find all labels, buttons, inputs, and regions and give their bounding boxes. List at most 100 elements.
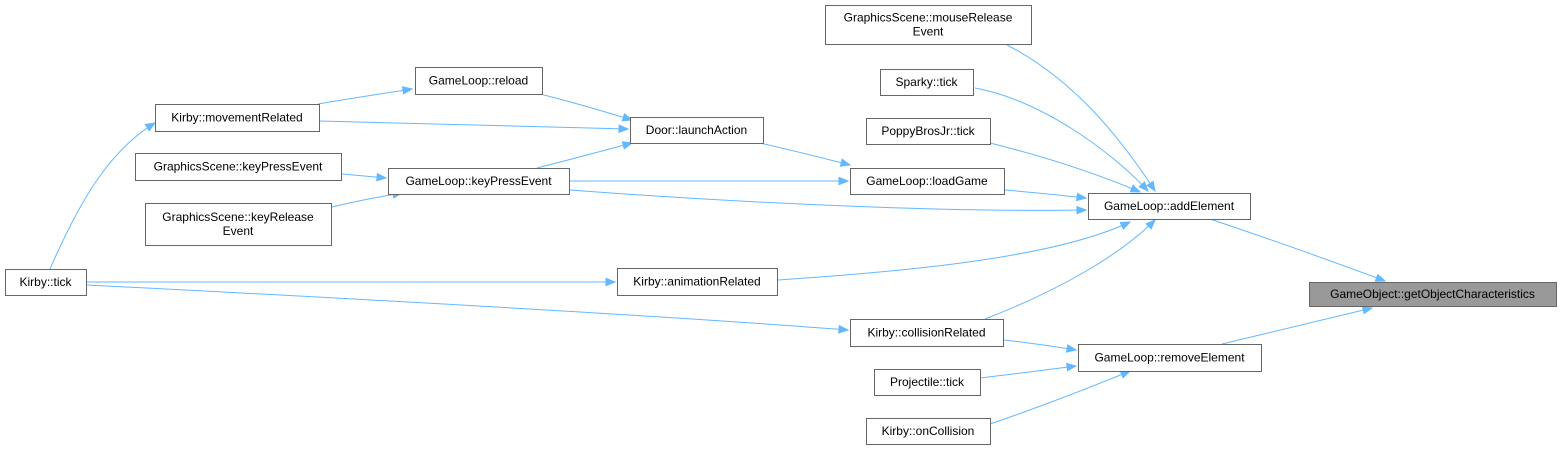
edge-kirbyTick-to-animation bbox=[86, 277, 617, 287]
node-box bbox=[825, 5, 1032, 45]
node-poppy[interactable]: PoppyBrosJr::tick bbox=[866, 118, 991, 145]
node-animation[interactable]: Kirby::animationRelated bbox=[617, 268, 778, 296]
edge-arrowhead bbox=[1065, 344, 1078, 353]
node-label: Kirby::collisionRelated bbox=[867, 326, 985, 340]
node-label: GameLoop::reload bbox=[429, 74, 528, 88]
edge-kirbyTick-to-collision bbox=[86, 284, 850, 334]
edge-arrowhead bbox=[376, 172, 388, 182]
node-door[interactable]: Door::launchAction bbox=[630, 117, 764, 144]
node-label: Kirby::tick bbox=[19, 275, 72, 289]
edge-poppy-to-addElement bbox=[989, 142, 1142, 193]
edge-line bbox=[1003, 339, 1077, 351]
edge-line bbox=[974, 87, 1149, 192]
edge-line bbox=[49, 122, 156, 270]
node-loadGame[interactable]: GameLoop::loadGame bbox=[850, 168, 1005, 195]
node-box bbox=[866, 118, 991, 145]
node-keyPressGS[interactable]: GraphicsScene::keyPressEvent bbox=[135, 153, 342, 181]
node-label: GraphicsScene::keyPressEvent bbox=[154, 160, 323, 174]
edge-movement-to-reload bbox=[317, 86, 414, 105]
edge-removeElement-to-root bbox=[1221, 305, 1374, 345]
node-label: GraphicsScene::mouseRelease bbox=[844, 11, 1013, 25]
edge-line bbox=[1006, 44, 1156, 192]
node-box bbox=[850, 168, 1005, 195]
edge-arrowhead bbox=[1119, 370, 1132, 379]
node-sparky[interactable]: Sparky::tick bbox=[880, 69, 974, 96]
node-keyPressGL[interactable]: GameLoop::keyPressEvent bbox=[388, 168, 570, 195]
edge-arrowhead bbox=[618, 124, 630, 134]
edge-onCollision-to-removeElement bbox=[989, 370, 1132, 425]
edge-line bbox=[984, 219, 1156, 320]
edge-arrowhead bbox=[401, 86, 414, 95]
node-collision[interactable]: Kirby::collisionRelated bbox=[850, 319, 1004, 347]
edge-arrowhead bbox=[1374, 273, 1387, 282]
node-box bbox=[135, 153, 342, 181]
node-label: GameLoop::addElement bbox=[1104, 199, 1235, 213]
node-movement[interactable]: Kirby::movementRelated bbox=[155, 104, 320, 132]
edge-arrowhead bbox=[1138, 181, 1149, 192]
node-box bbox=[155, 104, 320, 132]
node-label: PoppyBrosJr::tick bbox=[881, 124, 975, 138]
edge-keyPressGL-to-door bbox=[536, 141, 634, 169]
node-root[interactable]: GameObject::getObjectCharacteristics bbox=[1309, 282, 1557, 307]
node-box bbox=[630, 117, 764, 144]
edge-line bbox=[317, 88, 413, 105]
node-label: Kirby::movementRelated bbox=[171, 111, 302, 125]
edge-line bbox=[989, 370, 1131, 425]
edge-loadGame-to-addElement bbox=[1004, 189, 1088, 202]
node-box bbox=[880, 69, 974, 96]
edge-arrowhead bbox=[839, 158, 852, 167]
edge-line bbox=[1004, 189, 1087, 199]
node-reload[interactable]: GameLoop::reload bbox=[415, 67, 543, 95]
edge-line bbox=[331, 192, 403, 208]
edge-arrowhead bbox=[621, 141, 634, 150]
node-box bbox=[1309, 282, 1557, 307]
edge-line bbox=[569, 189, 1087, 211]
node-box bbox=[145, 203, 332, 246]
node-box bbox=[874, 369, 981, 396]
edge-door-to-loadGame bbox=[759, 142, 852, 167]
edge-line bbox=[536, 142, 633, 169]
node-box bbox=[388, 168, 570, 195]
node-box bbox=[617, 268, 778, 296]
edge-arrowhead bbox=[1076, 205, 1088, 215]
edge-arrowhead bbox=[144, 122, 157, 132]
node-label: Event bbox=[913, 25, 944, 39]
node-box bbox=[415, 67, 543, 95]
node-removeElement[interactable]: GameLoop::removeElement bbox=[1078, 344, 1262, 372]
node-box bbox=[1078, 344, 1262, 372]
edge-collision-to-removeElement bbox=[1003, 339, 1078, 353]
edge-line bbox=[539, 93, 633, 121]
node-box bbox=[850, 319, 1004, 347]
edge-arrowhead bbox=[1146, 180, 1156, 193]
edge-arrowhead bbox=[1119, 221, 1132, 230]
edge-line bbox=[989, 142, 1141, 193]
edge-movement-to-door bbox=[319, 120, 630, 134]
edge-keyPressGL-to-addElement bbox=[569, 189, 1088, 215]
node-projectile[interactable]: Projectile::tick bbox=[874, 369, 981, 396]
node-label: GameLoop::keyPressEvent bbox=[405, 174, 552, 188]
node-label: GameObject::getObjectCharacteristics bbox=[1330, 287, 1535, 301]
edges-layer bbox=[49, 44, 1387, 425]
node-label: GameLoop::loadGame bbox=[866, 174, 988, 188]
node-kirbyTick[interactable]: Kirby::tick bbox=[5, 269, 87, 296]
edge-line bbox=[777, 221, 1131, 281]
node-box bbox=[866, 418, 991, 445]
edge-arrowhead bbox=[1066, 362, 1078, 372]
edge-arrowhead bbox=[1129, 184, 1142, 193]
edge-kirbyTick-to-movement bbox=[49, 122, 157, 270]
edge-addElement-to-root bbox=[1209, 218, 1387, 282]
edge-sparky-to-addElement bbox=[974, 87, 1149, 192]
edge-animation-to-addElement bbox=[777, 221, 1132, 281]
node-onCollision[interactable]: Kirby::onCollision bbox=[866, 418, 991, 445]
edge-projectile-to-removeElement bbox=[979, 362, 1078, 379]
edge-arrowhead bbox=[838, 324, 850, 334]
edge-keyPressGS-to-keyPressGL bbox=[341, 172, 388, 182]
node-label: GraphicsScene::keyRelease bbox=[162, 210, 314, 224]
node-label: Kirby::animationRelated bbox=[633, 275, 760, 289]
node-label: Projectile::tick bbox=[890, 375, 965, 389]
edge-arrowhead bbox=[621, 113, 634, 122]
node-addElement[interactable]: GameLoop::addElement bbox=[1088, 193, 1251, 220]
